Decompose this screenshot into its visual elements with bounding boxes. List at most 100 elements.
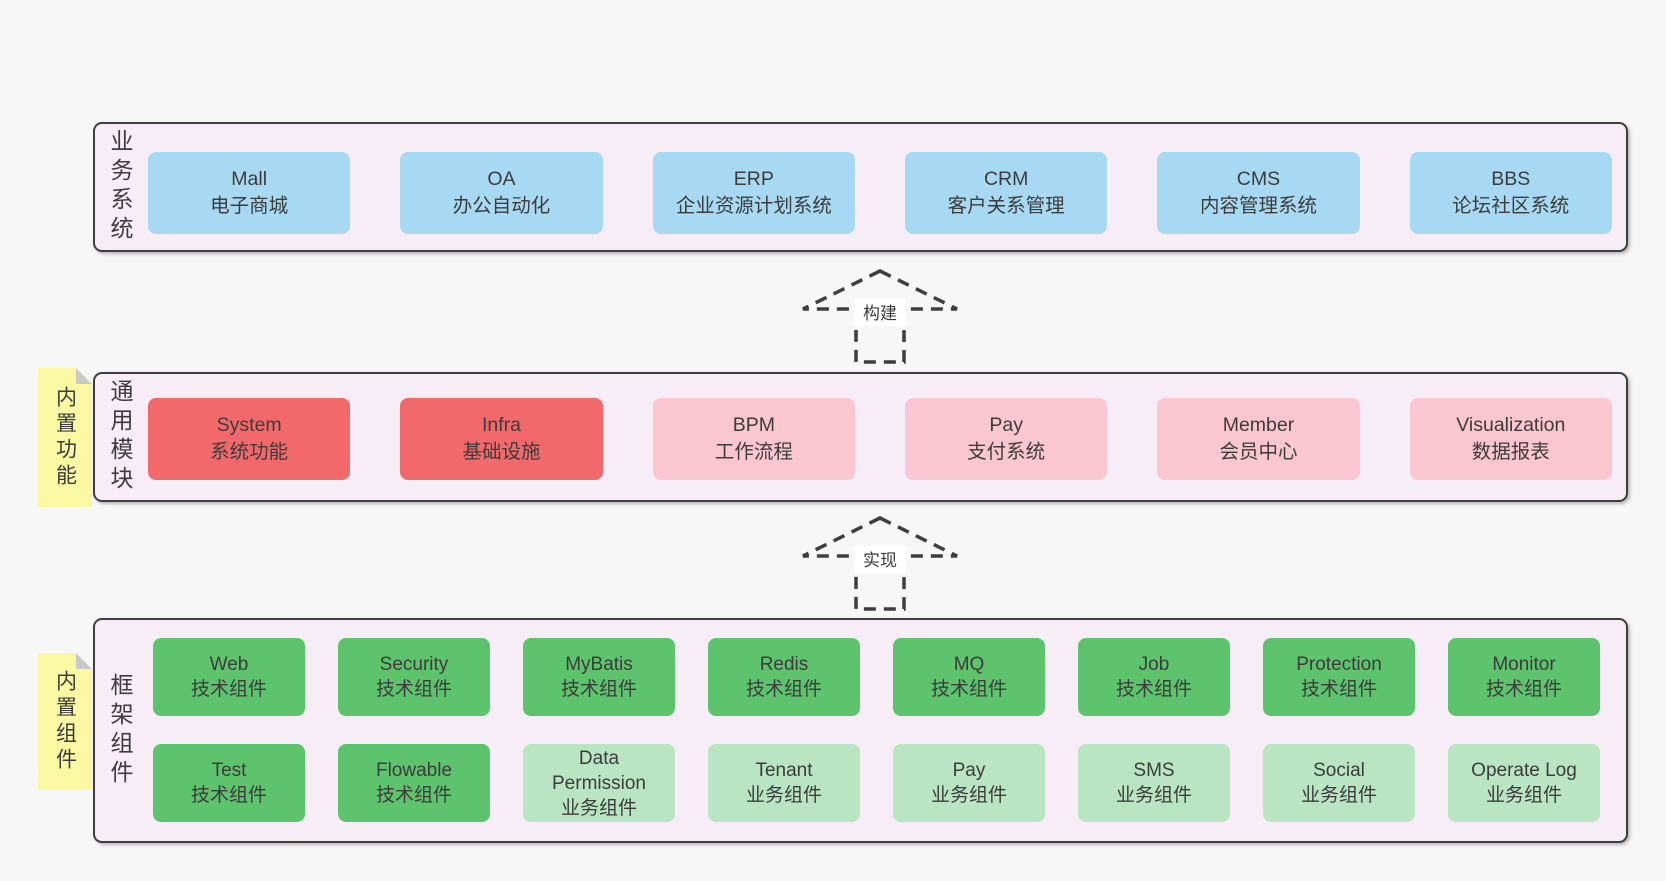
panel-business-label: 业务系统 xyxy=(107,129,133,245)
box-erp: ERP 企业资源计划系统 xyxy=(652,152,855,234)
box-title: Monitor xyxy=(1492,654,1556,675)
box-title: Tenant xyxy=(755,760,813,781)
box-subtitle: 业务组件 xyxy=(1300,785,1377,806)
box-title: Pay xyxy=(952,760,986,781)
box-title: Social xyxy=(1313,760,1365,781)
modules-box-row: System 系统功能 Infra 基础设施 BPM 工作流程 Pay 支付系统… xyxy=(148,398,1612,480)
box-pay-system: Pay 支付系统 xyxy=(904,398,1108,480)
box-title: Test xyxy=(211,760,247,781)
box-title: Web xyxy=(209,654,249,675)
arrow-implement-label: 实现 xyxy=(863,551,897,570)
box-title: Security xyxy=(379,654,449,675)
box-title: Data Permission xyxy=(552,747,646,794)
box-subtitle: 技术组件 xyxy=(1115,679,1192,700)
box-subtitle: 业务组件 xyxy=(745,785,822,806)
arrow-up-implement: 实现 xyxy=(802,516,958,611)
box-mq: MQ 技术组件 xyxy=(893,638,1045,716)
box-subtitle: 系统功能 xyxy=(210,441,289,463)
components-box-row-1: Web 技术组件 Security 技术组件 MyBatis 技术组件 Redi… xyxy=(153,638,1600,716)
box-title: Redis xyxy=(759,654,809,675)
box-title: Visualization xyxy=(1456,414,1566,436)
box-flowable: Flowable 技术组件 xyxy=(338,744,490,822)
box-subtitle: 技术组件 xyxy=(375,785,452,806)
box-title: BBS xyxy=(1491,168,1531,190)
arrow-build-label: 构建 xyxy=(863,304,897,323)
components-box-row-2: Test 技术组件 Flowable 技术组件 Data Permission … xyxy=(153,744,1600,822)
box-bpm: BPM 工作流程 xyxy=(652,398,855,480)
box-subtitle: 业务组件 xyxy=(930,785,1007,806)
panel-framework-components: 框架组件 Web 技术组件 Security 技术组件 MyBatis 技术组件… xyxy=(93,618,1628,843)
box-pay-component: Pay 业务组件 xyxy=(893,744,1045,822)
box-cms: CMS 内容管理系统 xyxy=(1157,152,1360,234)
box-subtitle: 技术组件 xyxy=(560,679,637,700)
box-subtitle: 技术组件 xyxy=(1300,679,1377,700)
box-subtitle: 技术组件 xyxy=(190,785,267,806)
panel-business-systems: 业务系统 Mall 电子商城 OA 办公自动化 ERP 企业资源计划系统 CRM… xyxy=(93,122,1628,252)
box-title: Operate Log xyxy=(1471,760,1577,781)
box-subtitle: 技术组件 xyxy=(1485,679,1562,700)
box-subtitle: 业务组件 xyxy=(560,797,637,819)
box-monitor: Monitor 技术组件 xyxy=(1448,638,1600,716)
box-title: MyBatis xyxy=(565,654,633,675)
panel-modules-label: 通用模块 xyxy=(107,379,133,495)
box-subtitle: 客户关系管理 xyxy=(947,195,1065,217)
box-subtitle: 办公自动化 xyxy=(452,195,551,217)
box-title: SMS xyxy=(1133,760,1175,781)
box-bbs: BBS 论坛社区系统 xyxy=(1409,152,1612,234)
box-mybatis: MyBatis 技术组件 xyxy=(523,638,675,716)
box-data-permission: Data Permission 业务组件 xyxy=(523,744,675,822)
box-protection: Protection 技术组件 xyxy=(1263,638,1415,716)
box-operate-log: Operate Log 业务组件 xyxy=(1448,744,1600,822)
box-subtitle: 数据报表 xyxy=(1471,441,1550,463)
box-subtitle: 电子商城 xyxy=(210,195,289,217)
box-subtitle: 论坛社区系统 xyxy=(1452,195,1570,217)
arrow-label-background xyxy=(854,299,906,326)
arrow-label-background xyxy=(854,546,906,573)
box-subtitle: 工作流程 xyxy=(714,441,793,463)
sticky-note-built-in-features: 内置功能 xyxy=(38,368,92,507)
box-title: Pay xyxy=(989,414,1023,436)
box-subtitle: 技术组件 xyxy=(190,679,267,700)
sticky-modules-label: 内置功能 xyxy=(53,385,77,490)
box-subtitle: 技术组件 xyxy=(745,679,822,700)
box-infra: Infra 基础设施 xyxy=(400,398,603,480)
box-subtitle: 支付系统 xyxy=(967,441,1046,463)
box-visualization: Visualization 数据报表 xyxy=(1409,398,1612,480)
box-title: Mall xyxy=(231,168,268,190)
box-mall: Mall 电子商城 xyxy=(148,152,351,234)
folded-corner-icon xyxy=(76,653,92,669)
box-subtitle: 技术组件 xyxy=(930,679,1007,700)
box-social: Social 业务组件 xyxy=(1263,744,1415,822)
panel-components-label: 框架组件 xyxy=(107,672,133,789)
box-subtitle: 会员中心 xyxy=(1219,441,1298,463)
box-oa: OA 办公自动化 xyxy=(400,152,603,234)
box-system: System 系统功能 xyxy=(148,398,351,480)
box-tenant: Tenant 业务组件 xyxy=(708,744,860,822)
box-sms: SMS 业务组件 xyxy=(1078,744,1230,822)
box-title: Infra xyxy=(481,414,521,436)
box-redis: Redis 技术组件 xyxy=(708,638,860,716)
box-title: Job xyxy=(1138,654,1170,675)
business-box-row: Mall 电子商城 OA 办公自动化 ERP 企业资源计划系统 CRM 客户关系… xyxy=(148,152,1612,234)
box-title: MQ xyxy=(953,654,985,675)
box-web: Web 技术组件 xyxy=(153,638,305,716)
box-member: Member 会员中心 xyxy=(1157,398,1360,480)
box-subtitle: 技术组件 xyxy=(375,679,452,700)
box-subtitle: 业务组件 xyxy=(1115,785,1192,806)
box-security: Security 技术组件 xyxy=(338,638,490,716)
box-job: Job 技术组件 xyxy=(1078,638,1230,716)
box-subtitle: 基础设施 xyxy=(462,441,541,463)
box-title: Protection xyxy=(1296,654,1382,675)
box-test: Test 技术组件 xyxy=(153,744,305,822)
box-title: Member xyxy=(1222,414,1295,436)
panel-common-modules: 通用模块 System 系统功能 Infra 基础设施 BPM 工作流程 Pay… xyxy=(93,372,1628,502)
arrow-up-build: 构建 xyxy=(802,269,958,364)
box-subtitle: 业务组件 xyxy=(1485,785,1562,806)
box-subtitle: 企业资源计划系统 xyxy=(675,195,832,217)
box-title: System xyxy=(216,414,282,436)
box-title: OA xyxy=(487,168,516,190)
box-title: CMS xyxy=(1236,168,1281,190)
sticky-components-label: 内置组件 xyxy=(53,669,77,774)
box-crm: CRM 客户关系管理 xyxy=(904,152,1108,234)
sticky-note-built-in-components: 内置组件 xyxy=(38,653,92,790)
